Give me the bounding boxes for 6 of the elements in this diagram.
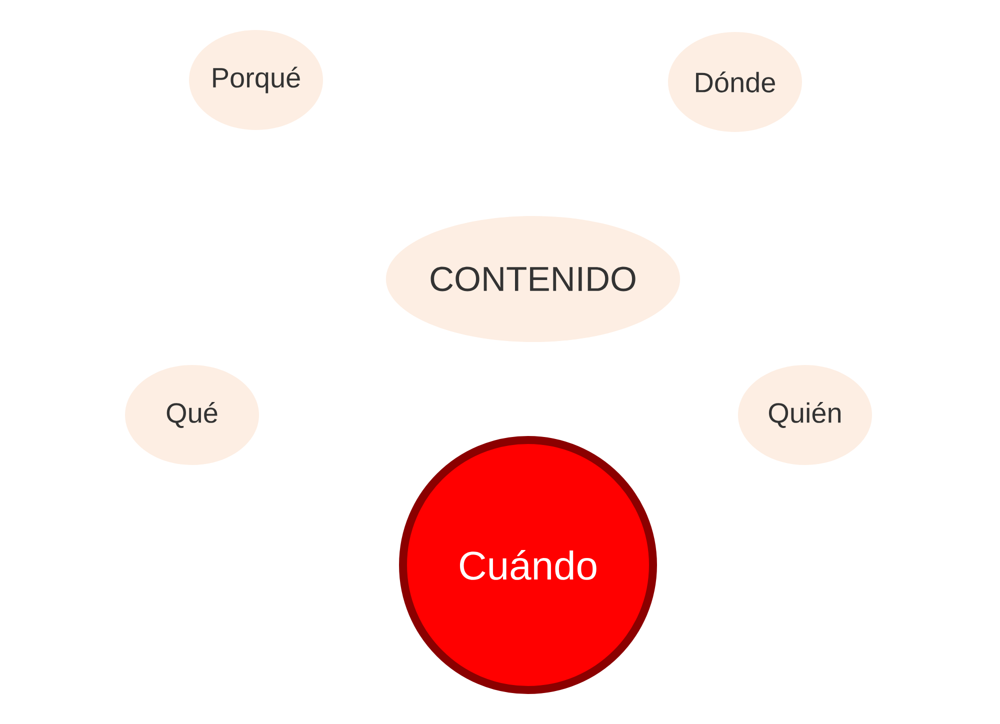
ellipse-node: Qué (125, 365, 259, 465)
ellipse-node: CONTENIDO (386, 216, 680, 342)
ellipse-node: Dónde (668, 32, 802, 132)
ellipse-node: Porqué (189, 30, 323, 130)
circle-node: Cuándo (399, 436, 657, 694)
ellipse-node: Quién (738, 365, 872, 465)
